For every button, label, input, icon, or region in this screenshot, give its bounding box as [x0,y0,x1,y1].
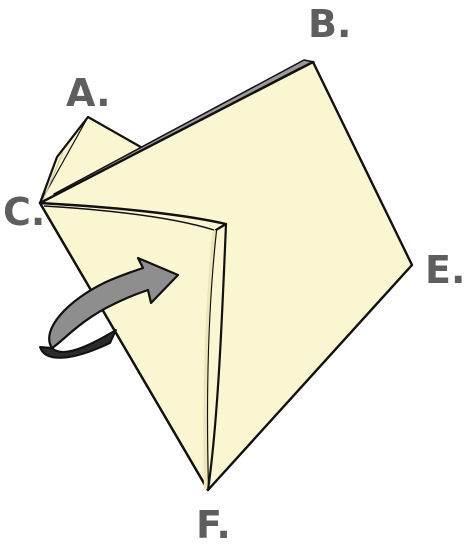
front-flap [38,201,228,492]
fold-line-top-2 [39,72,293,204]
label-b: B. [308,2,351,46]
label-f: F. [196,503,231,544]
curved-rotation-arrow-icon [39,256,180,359]
label-e: E. [425,248,465,292]
label-c: C. [3,190,45,234]
label-a: A. [66,71,111,115]
